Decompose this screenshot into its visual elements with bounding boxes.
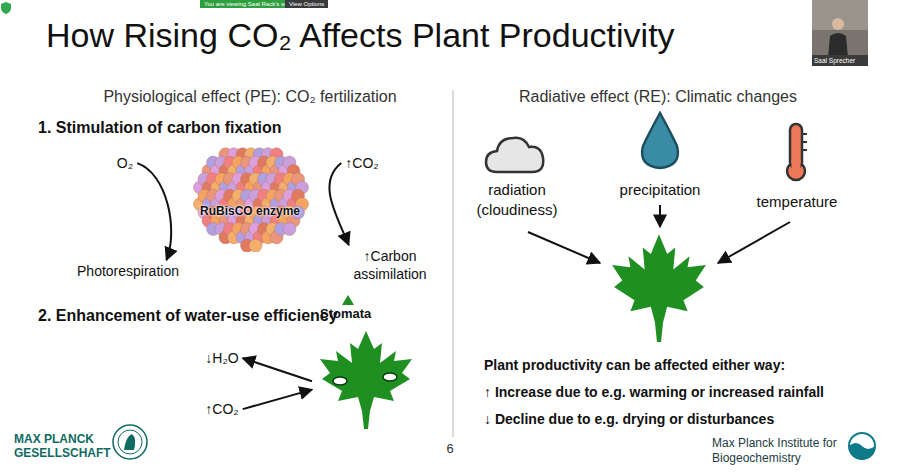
node-text: Photorespiration <box>77 262 179 280</box>
society-logo-text: MAX PLANCK GESELLSCHAFT <box>14 432 114 461</box>
summary-text: ↑ Increase due to e.g. warming or increa… <box>484 384 824 400</box>
slide-title: How Rising CO₂ Affects Plant Productivit… <box>46 16 675 55</box>
section-heading: Physiological effect (PE): CO₂ fertiliza… <box>103 88 396 106</box>
influence-arrow <box>659 205 661 227</box>
molecule-label: ↓H₂O <box>201 347 242 369</box>
stomata-marker <box>342 295 354 305</box>
cloud-icon <box>486 138 543 172</box>
view-options-button: View Options <box>285 0 328 8</box>
enzyme-shape <box>190 140 310 252</box>
node-text: ↑CO₂ <box>205 400 238 418</box>
video-thumbnail <box>812 0 868 66</box>
participant-name: Saal Sprecher <box>814 57 855 64</box>
node-text: RuBisCO enzyme <box>190 204 310 218</box>
molecule-label: O₂ <box>113 152 137 174</box>
divider-line <box>452 90 454 437</box>
flow-arrow <box>243 390 312 409</box>
factor-label: precipitation <box>620 181 701 198</box>
node-text: ↑CO₂ <box>345 154 378 172</box>
leaf-illustration <box>612 234 706 342</box>
enzyme-illustration: RuBisCO enzyme <box>190 140 310 252</box>
flow-arrow <box>243 358 312 381</box>
drop-icon <box>642 113 678 168</box>
flow-arrow <box>329 163 348 245</box>
factor-label: temperature <box>757 193 838 210</box>
shield-icon <box>1 2 11 14</box>
node-text: ↑Carbon assimilation <box>335 247 445 283</box>
molecule-label: ↑CO₂ <box>341 152 382 174</box>
process-label: Photorespiration <box>73 260 183 282</box>
factor-label: radiation (cloudiness) <box>467 180 567 219</box>
point-heading: 1. Stimulation of carbon fixation <box>38 119 282 137</box>
society-emblem <box>113 425 147 459</box>
thermometer-icon <box>787 124 807 180</box>
node-text: Stomata <box>312 306 420 321</box>
molecule-label: ↑CO₂ <box>201 398 242 420</box>
leaf-node: Stomata <box>312 293 420 433</box>
leaf-shape <box>316 329 416 429</box>
page-number: 6 <box>446 441 453 456</box>
summary-text: ↓ Decline due to e.g. drying or disturba… <box>484 411 774 427</box>
institute-logo-text: Max Planck Institute for Biogeochemistry <box>712 436 844 466</box>
institute-logo <box>849 433 875 459</box>
node-text: ↓H₂O <box>205 349 238 367</box>
section-heading: Radiative effect (RE): Climatic changes <box>519 88 797 106</box>
process-label: ↑Carbon assimilation <box>331 245 449 285</box>
node-text: O₂ <box>117 154 133 172</box>
influence-arrow <box>718 222 790 263</box>
point-heading: 2. Enhancement of water-use efficiency <box>38 307 338 325</box>
flow-arrow <box>137 163 171 260</box>
summary-text: Plant productivity can be affected eithe… <box>484 357 785 373</box>
influence-arrow <box>528 232 600 263</box>
